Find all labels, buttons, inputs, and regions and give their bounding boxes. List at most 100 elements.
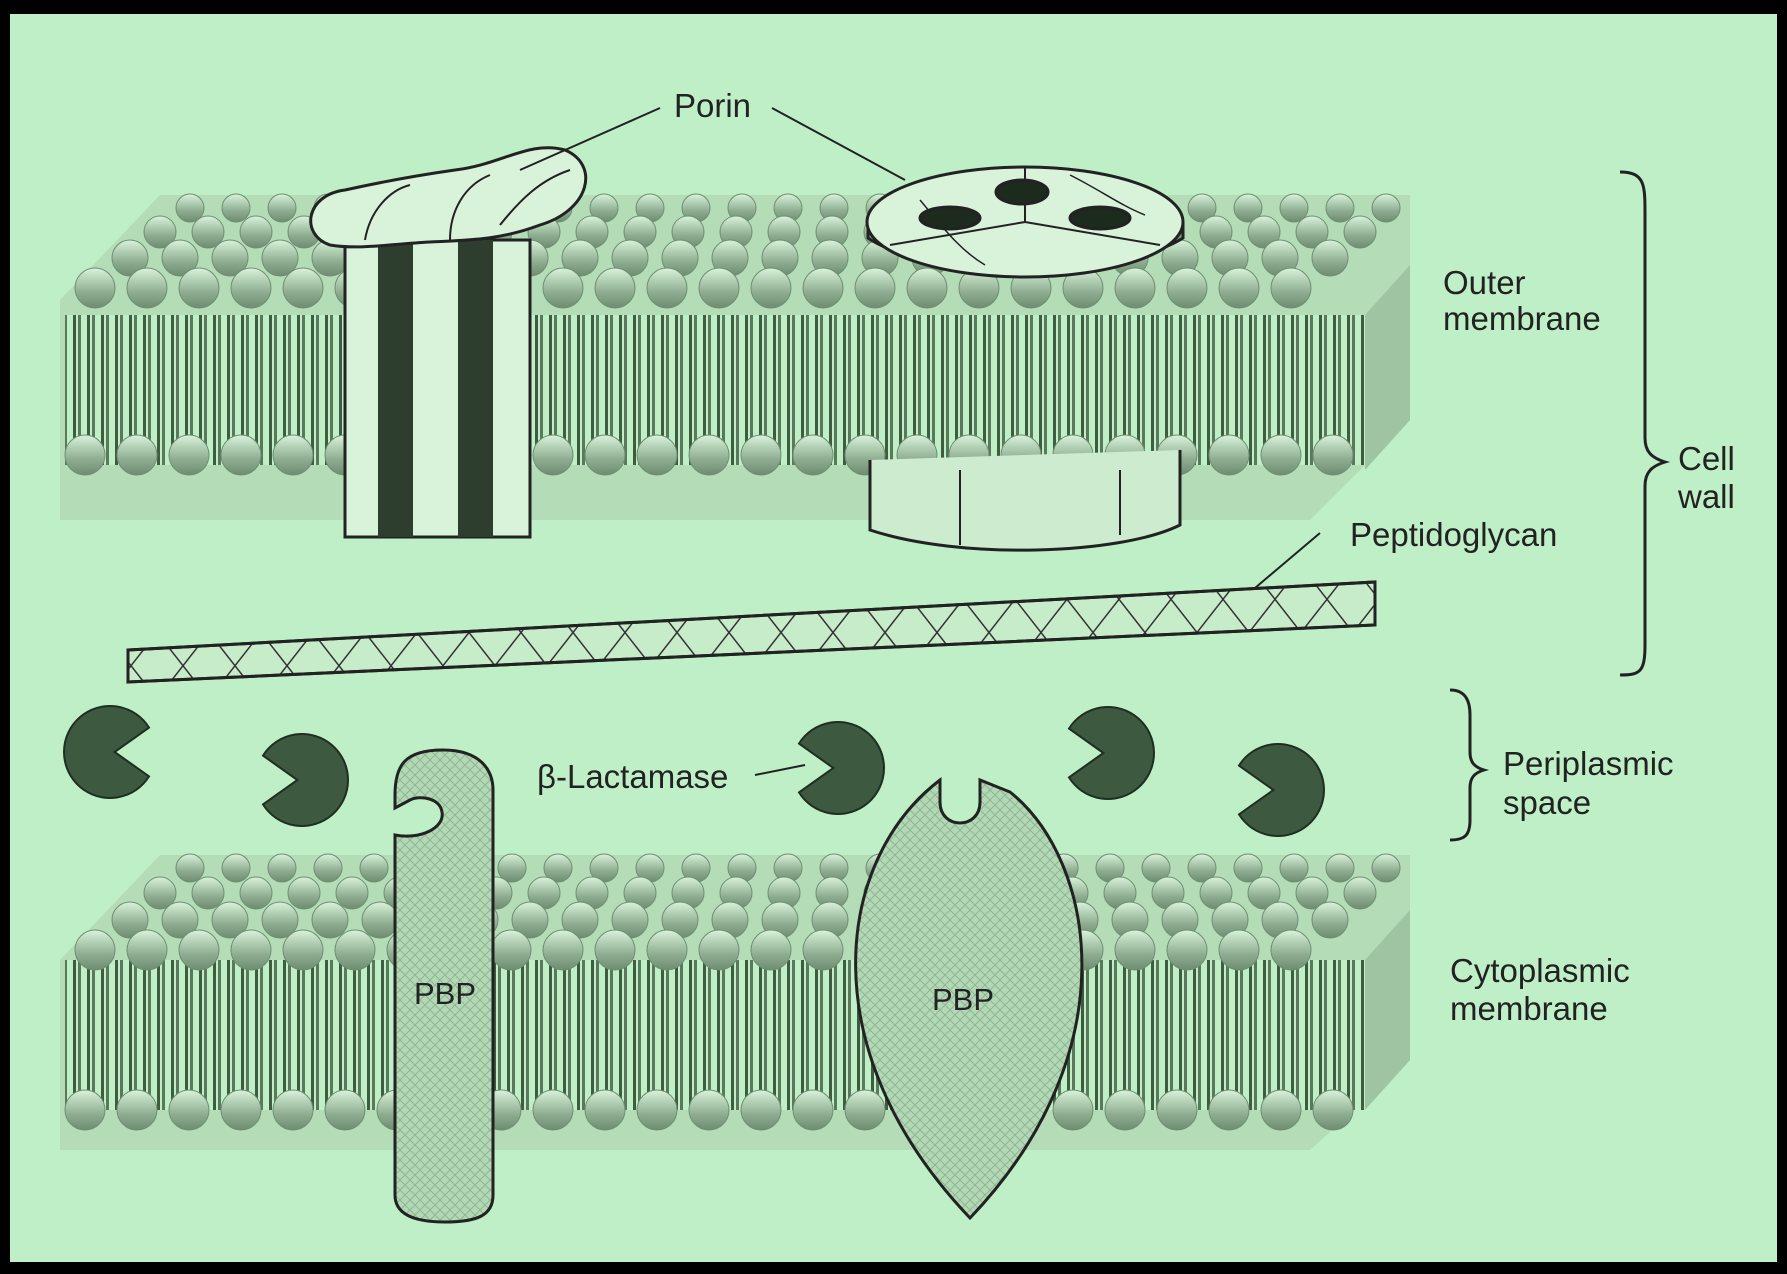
peptidoglycan-label: Peptidoglycan: [1350, 516, 1557, 553]
lipid-head: [533, 435, 573, 475]
lipid-head: [543, 930, 583, 970]
outer-membrane-label-line1: Outer: [1443, 264, 1526, 301]
lipid-head: [360, 854, 388, 882]
lipid-head: [283, 268, 323, 308]
lipid-head: [855, 268, 895, 308]
lipid-head: [1344, 216, 1376, 248]
lipid-head: [907, 268, 947, 308]
lipid-head: [803, 930, 843, 970]
lipid-head: [240, 877, 272, 909]
lipid-head: [117, 435, 157, 475]
lipid-head: [793, 1090, 833, 1130]
lipid-head: [533, 1090, 573, 1130]
lipid-head: [273, 435, 313, 475]
lipid-head: [231, 268, 271, 308]
cytoplasmic-membrane-label-line2: membrane: [1450, 990, 1608, 1027]
periplasmic-space-label-line1: Periplasmic: [1503, 745, 1674, 782]
lipid-head: [1167, 930, 1207, 970]
lipid-head: [231, 930, 271, 970]
lipid-head: [595, 930, 635, 970]
lipid-head: [741, 1090, 781, 1130]
lipid-head: [1157, 1090, 1197, 1130]
lipid-head: [1313, 1090, 1353, 1130]
lipid-head: [1344, 877, 1376, 909]
pbp-right-label: PBP: [932, 982, 994, 1017]
lipid-head: [1105, 1090, 1145, 1130]
lipid-head: [65, 435, 105, 475]
lipid-head: [1167, 268, 1207, 308]
lipid-head: [1372, 194, 1400, 222]
lipid-head: [240, 216, 272, 248]
lipid-head: [179, 930, 219, 970]
cell-wall-label-line2: wall: [1677, 478, 1735, 515]
lipid-head: [491, 930, 531, 970]
lipid-head: [222, 194, 250, 222]
lipid-head: [127, 930, 167, 970]
lipid-head: [288, 877, 320, 909]
lipid-head: [75, 268, 115, 308]
cell-wall-label-line1: Cell: [1678, 440, 1735, 477]
lipid-head: [336, 877, 368, 909]
beta-lactamase-label: β-Lactamase: [537, 758, 728, 795]
lipid-head: [741, 435, 781, 475]
lipid-head: [689, 435, 729, 475]
lipid-head: [699, 930, 739, 970]
porin-label: Porin: [674, 87, 751, 124]
lipid-head: [268, 854, 296, 882]
lipid-head: [1261, 435, 1301, 475]
lipid-head: [793, 435, 833, 475]
lipid-head: [1115, 268, 1155, 308]
lipid-head: [1219, 930, 1259, 970]
lipid-head: [314, 854, 342, 882]
lipid-head: [127, 268, 167, 308]
lipid-head: [1280, 854, 1308, 882]
lipid-head: [637, 435, 677, 475]
lipid-head: [192, 877, 224, 909]
lipid-head: [585, 435, 625, 475]
lipid-head: [1219, 268, 1259, 308]
lipid-head: [273, 1090, 313, 1130]
lipid-head: [283, 930, 323, 970]
cytoplasmic-membrane: [60, 854, 1410, 1150]
cytoplasmic-membrane-tails: [65, 960, 1365, 1110]
lipid-head: [179, 268, 219, 308]
periplasmic-space-label-line2: space: [1503, 784, 1591, 821]
lipid-head: [221, 1090, 261, 1130]
lipid-head: [1312, 902, 1348, 938]
lipid-head: [647, 930, 687, 970]
cytoplasmic-membrane-label-line1: Cytoplasmic: [1450, 952, 1630, 989]
outer-membrane: [60, 194, 1410, 520]
lipid-head: [169, 1090, 209, 1130]
lipid-head: [1209, 435, 1249, 475]
lipid-head: [637, 1090, 677, 1130]
lipid-head: [1326, 194, 1354, 222]
lipid-head: [75, 930, 115, 970]
lipid-head: [1209, 1090, 1249, 1130]
lipid-head: [543, 268, 583, 308]
lipid-head: [1312, 240, 1348, 276]
lipid-head: [221, 435, 261, 475]
lipid-head: [751, 268, 791, 308]
lipid-head: [699, 268, 739, 308]
lipid-head: [325, 1090, 365, 1130]
lipid-head: [335, 930, 375, 970]
lipid-head: [169, 435, 209, 475]
pbp-left-label: PBP: [414, 976, 476, 1011]
lipid-head: [1261, 1090, 1301, 1130]
lipid-head: [585, 1090, 625, 1130]
lipid-head: [751, 930, 791, 970]
lipid-head: [1115, 930, 1155, 970]
lipid-head: [1271, 930, 1311, 970]
lipid-head: [595, 268, 635, 308]
lipid-head: [222, 854, 250, 882]
lipid-head: [1271, 268, 1311, 308]
lipid-head: [689, 1090, 729, 1130]
lipid-head: [362, 902, 398, 938]
lipid-head: [312, 902, 348, 938]
lipid-head: [647, 268, 687, 308]
lipid-head: [1372, 854, 1400, 882]
lipid-head: [65, 1090, 105, 1130]
lipid-head: [1313, 435, 1353, 475]
